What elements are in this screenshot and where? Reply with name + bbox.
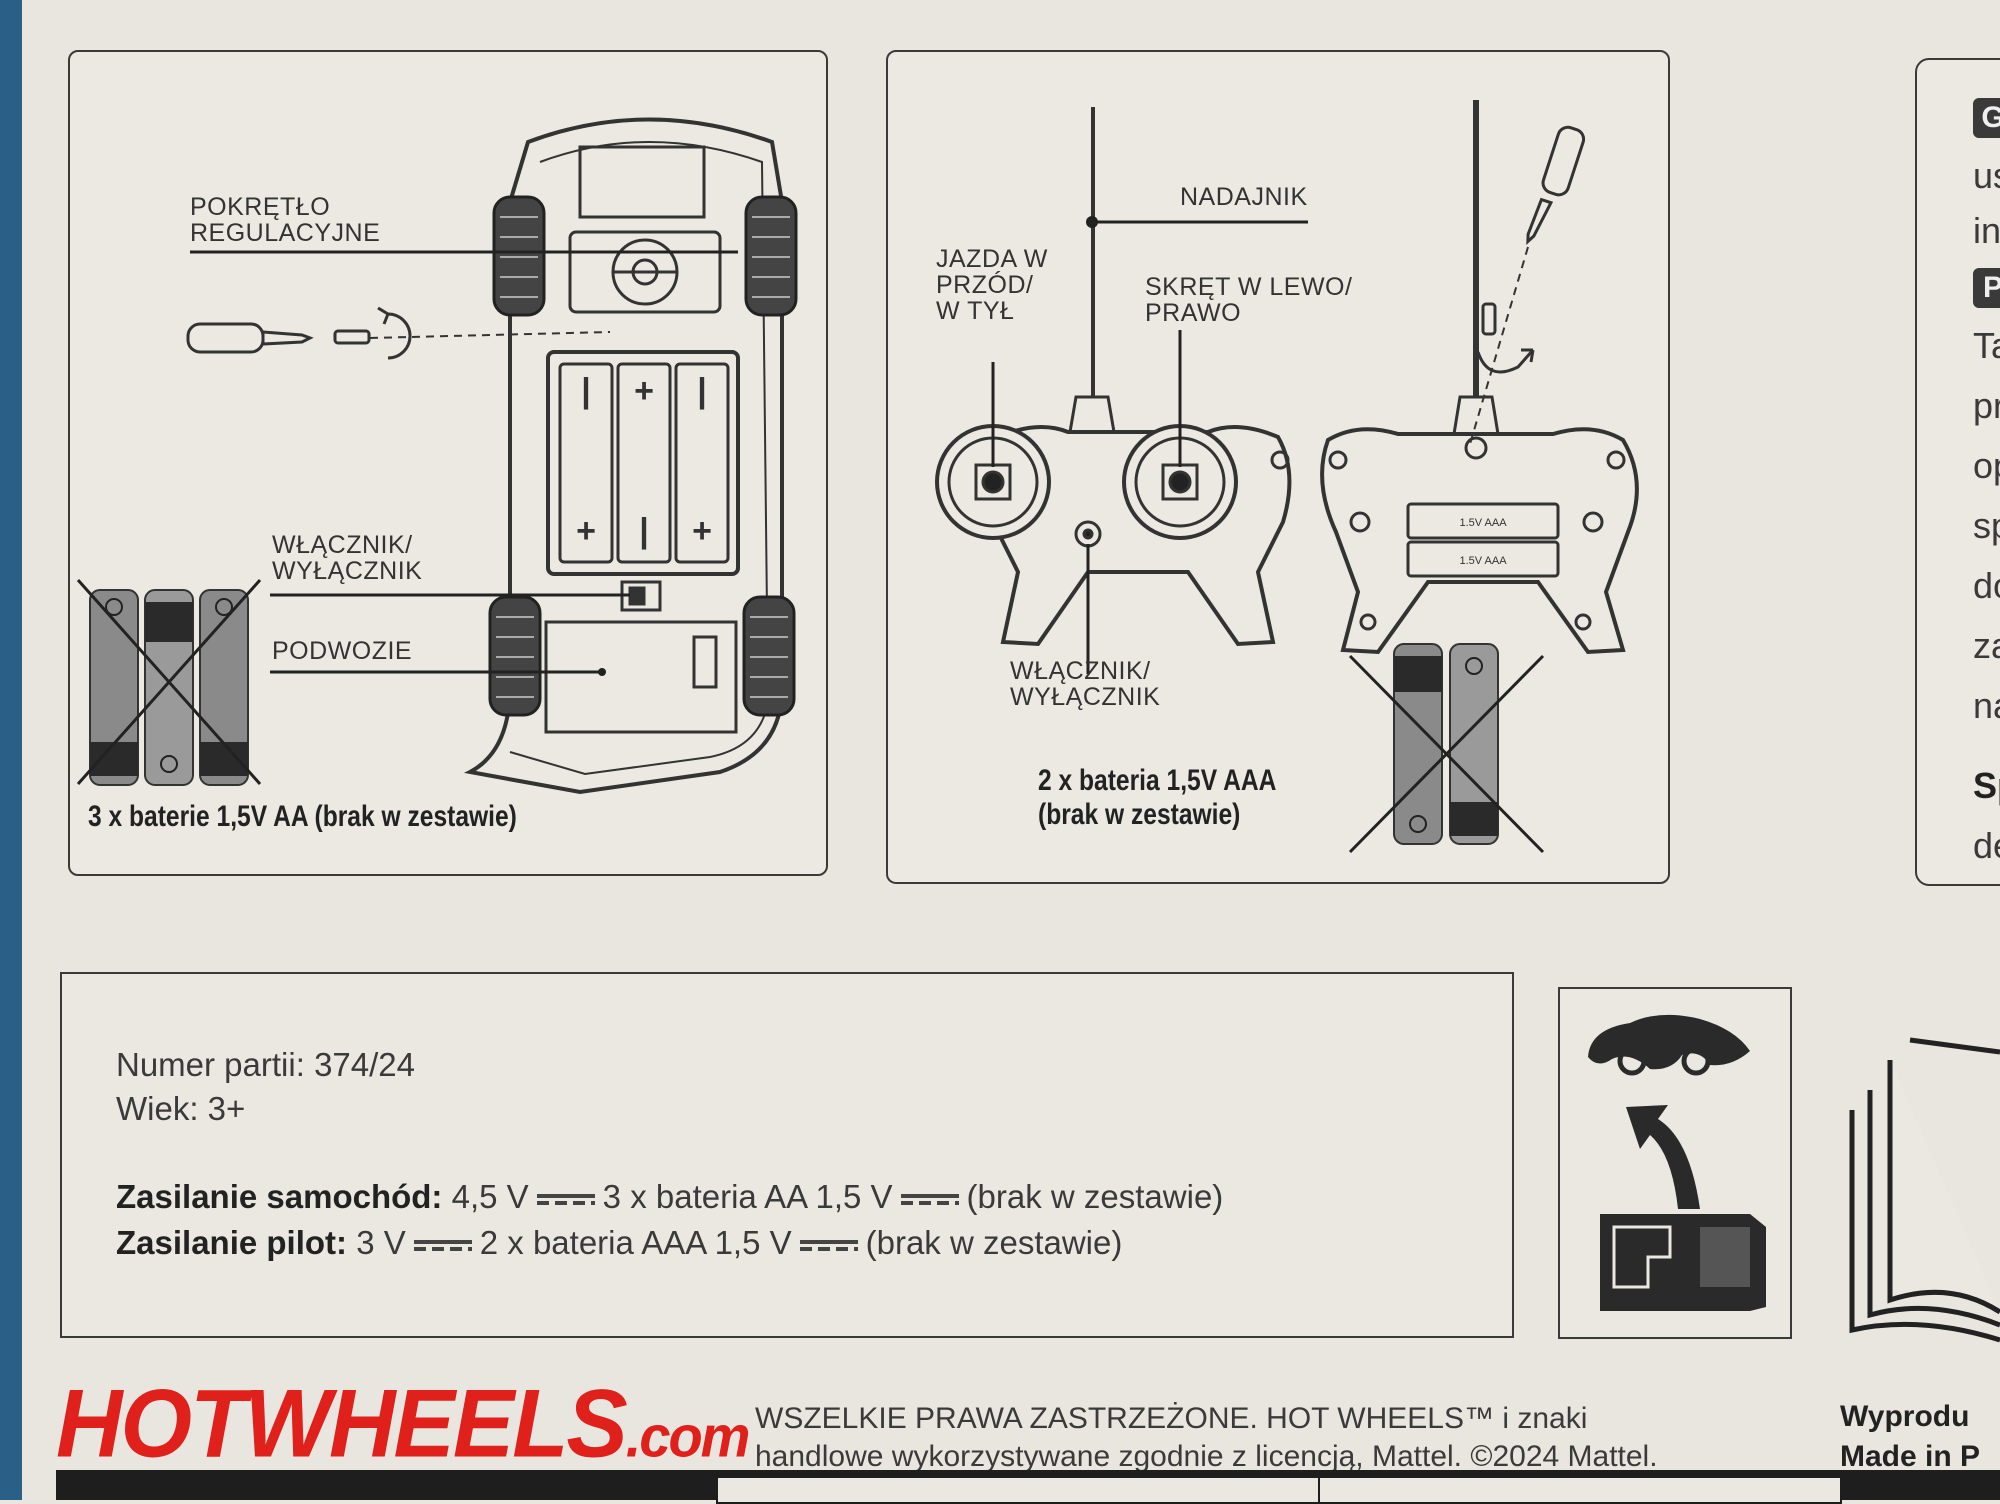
instruction-text-line: za [1973,625,2000,666]
remote-control-diagram: 1.5V AAA 1.5V AAA [935,100,1639,854]
product-info-box: Numer partii: 374/24 Wiek: 3+ Zasilanie … [60,972,1514,1338]
instruction-text-line: do [1973,565,2000,606]
label-power-switch: WŁĄCZNIK/ WYŁĄCZNIK [272,531,423,585]
polarity-mark: + [692,512,712,550]
polarity-mark: | [581,372,591,410]
label-forward-backward: JAZDA W PRZÓD/ W TYŁ [936,245,1048,325]
dc-symbol-icon [799,1238,858,1252]
dc-symbol-icon [536,1192,595,1206]
label-adjustment-knob: POKRĘTŁO REGULACYJNE [190,193,381,247]
instruction-text-line: sp [1973,505,2000,546]
instruction-text-line: op [1973,445,2000,486]
screwdriver-icon [1526,125,1586,245]
section-badge: G [1973,98,2000,138]
screwdriver-icon [186,322,314,354]
polarity-mark: + [576,512,596,550]
car-battery-caption: 3 x baterie 1,5V AA (brak w zestawie) [88,800,517,833]
label-transmitter: NADAJNIK [1180,183,1308,211]
age-rating: Wiek: 3+ [116,1090,246,1127]
legal-notice: WSZELKIE PRAWA ZASTRZEŻONE. HOT WHEELS™ … [755,1402,1658,1473]
label-turn-left-right: SKRĘT W LEWO/ PRAWO [1145,273,1353,327]
instruction-text-line: pr [1973,385,2000,426]
bottom-bar [56,1470,2000,1504]
background-edge [0,0,22,1500]
battery-compartment-label: 1.5V AAA [1459,517,1507,529]
battery-compartment-label: 1.5V AAA [1459,555,1507,567]
section-badge: P [1973,268,2000,308]
screw-icon [1476,302,1535,374]
car-chassis-diagram: | + | + | + [76,117,798,795]
remote-battery-caption: 2 x bateria 1,5V AAA (brak w zestawie) [1038,764,1277,831]
remote-diagram-panel: 1.5V AAA 1.5V AAA NADAJNIK JAZDA W PRZÓD… [886,50,1670,884]
hotwheels-logo: HOTWHEELS.com [56,1370,750,1478]
battery-aaa-icon [1348,643,1545,854]
instruction-text-line: de [1973,825,2000,866]
polarity-mark: | [639,512,649,550]
label-power-switch: WŁĄCZNIK/ WYŁĄCZNIK [1010,657,1161,711]
battery-aa-icon [76,579,262,786]
instruction-text-line: Sp [1973,765,2000,806]
instruction-text-line: us [1973,155,2000,196]
instruction-book-icon [1849,1037,2000,1343]
manufacturer-info: Wyprodu Made in P [1840,1400,1981,1473]
instruction-text-line: in [1973,210,2000,251]
batch-number: Numer partii: 374/24 [116,1046,415,1083]
instruction-text-line: na [1973,685,2000,726]
dc-symbol-icon [413,1238,472,1252]
label-chassis: PODWOZIE [272,637,413,665]
car-diagram-panel: | + | + | + [68,50,828,876]
instructions-panel-partial: G us in P Ta pr op sp do za na Sp de [1915,58,2000,886]
dc-symbol-icon [900,1192,959,1206]
car-out-of-box-icon [1588,1014,1766,1311]
polarity-mark: + [634,372,654,410]
remove-from-box-panel [1558,987,1792,1339]
screw-icon [333,306,412,360]
polarity-mark: | [697,372,707,410]
instruction-text-line: Ta [1973,325,2000,366]
